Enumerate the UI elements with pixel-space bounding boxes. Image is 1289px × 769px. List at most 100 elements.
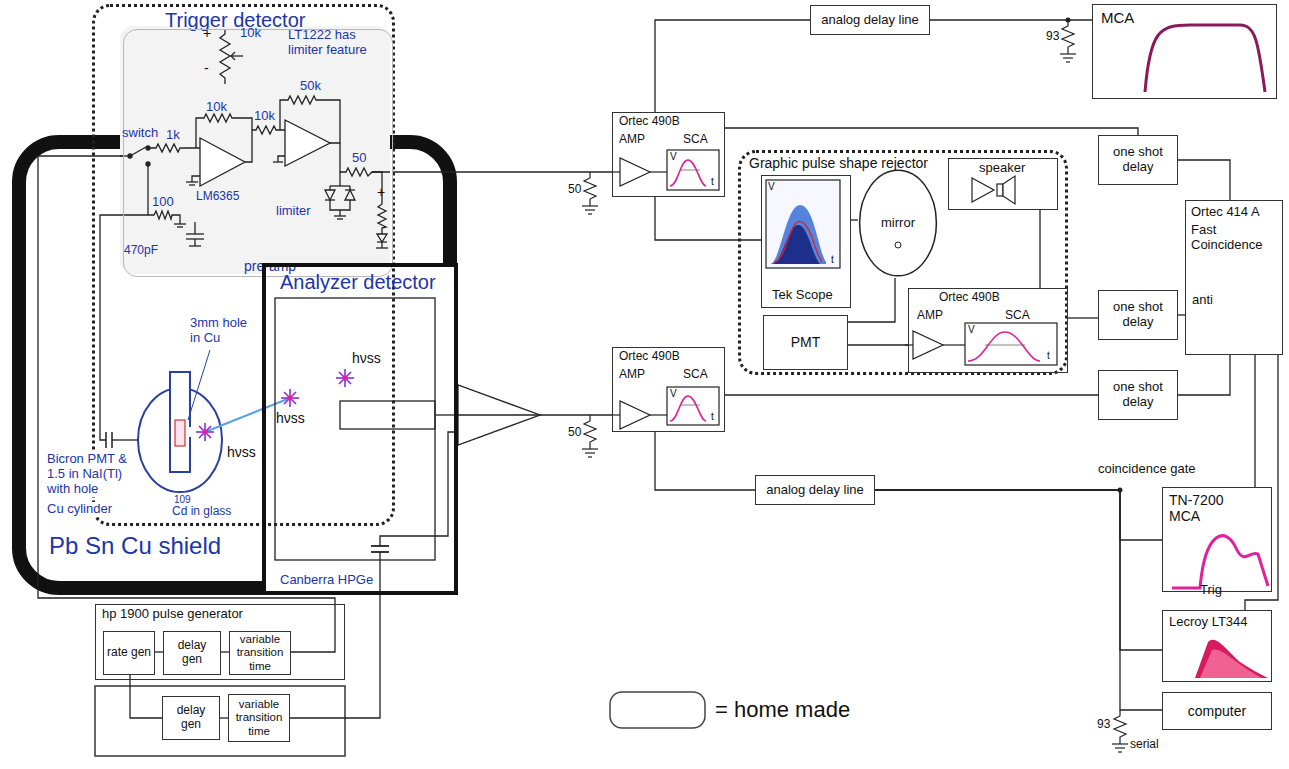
drawing-part	[330, 200, 350, 210]
part-label: t	[711, 176, 714, 188]
part-label: 50	[568, 426, 581, 440]
box-label: MCA	[1101, 9, 1134, 26]
drawing-part	[371, 551, 389, 553]
box-label: AMP	[619, 368, 645, 382]
drawing-part	[379, 552, 380, 595]
drawing-part	[340, 401, 435, 429]
drawing-part	[381, 242, 382, 248]
part-label: V	[670, 388, 677, 400]
drawing-part	[148, 144, 200, 152]
signal-wire	[1178, 160, 1230, 200]
signal-wire	[1068, 317, 1098, 318]
drawing-part	[220, 30, 230, 84]
amp-sca-insets	[612, 150, 1057, 429]
device-box: one shot delay	[1098, 290, 1178, 340]
signal-wire	[221, 651, 229, 652]
drawing-part	[280, 96, 340, 143]
drawing-part	[380, 432, 458, 546]
signal-wire	[155, 651, 163, 652]
box-label: analog delay line	[821, 13, 919, 28]
legend-sample	[610, 692, 705, 728]
drawing-part	[588, 456, 592, 457]
device-box: TN-7200 MCA	[1162, 487, 1272, 592]
device-box: MCA	[1092, 4, 1277, 99]
resistor-symbol	[582, 20, 1165, 752]
part-label: Bicron PMT & 1.5 in NaI(Tl) with hole	[46, 452, 136, 497]
device-box: PMT	[763, 315, 848, 370]
drawing-part	[582, 205, 598, 206]
preamp-panel	[120, 26, 390, 274]
drawing-part	[965, 323, 1057, 365]
device-box: Lecroy LT344	[1162, 610, 1272, 682]
box-label: one shot delay	[1101, 300, 1175, 330]
signal-wire	[655, 432, 755, 490]
scope-trace	[770, 205, 826, 264]
device-box: computer	[1162, 692, 1272, 730]
signal-wire	[1178, 355, 1230, 395]
box-label: AMP	[619, 133, 645, 147]
part-label: Trig	[1200, 583, 1222, 598]
device-box: Tek Scope	[761, 175, 851, 308]
drawing-part	[231, 52, 235, 60]
box-label: Pb Sn Cu shield	[48, 532, 222, 560]
drawing-part	[339, 172, 340, 186]
part-label: coincidence gate	[1098, 462, 1196, 477]
hpge-detector	[275, 298, 540, 595]
part-label: 3mm hole in Cu	[190, 316, 258, 346]
box-label: Analyzer detector	[280, 271, 436, 294]
box-label: Canberra HPGe	[280, 573, 373, 588]
signal-wire	[848, 278, 895, 322]
drawing-part	[231, 55, 243, 56]
drawing-part	[943, 344, 965, 345]
pulse-curve	[670, 160, 1040, 421]
device-box: Analyzer detectorCanberra HPGe	[262, 263, 458, 595]
drawing-part	[582, 448, 598, 449]
drawing-part	[189, 245, 201, 246]
drawing-part	[275, 298, 435, 560]
device-box: Pb Sn Cu shield	[12, 135, 457, 595]
drawing-part	[130, 147, 146, 156]
signal-wire	[1178, 314, 1185, 315]
drawing-part	[766, 180, 840, 268]
device-box: Ortec 490BAMPSCA	[908, 288, 1068, 373]
device-box: analog delay line	[810, 5, 930, 35]
box-label: SCA	[683, 368, 708, 382]
drawing-part	[670, 396, 706, 421]
delay-unit-box	[95, 686, 345, 756]
drawing-part	[376, 247, 388, 248]
drawing-part	[345, 189, 355, 190]
drawing-part	[667, 150, 719, 190]
drawing-part	[650, 414, 667, 415]
drawing-part	[1115, 747, 1125, 748]
drawing-part	[325, 190, 335, 200]
signal-wire	[655, 20, 810, 112]
part-label: t	[711, 411, 714, 423]
drawing-part	[670, 160, 706, 186]
drawing-part	[1114, 710, 1126, 744]
drawing-part	[680, 405, 700, 406]
device-box: one shot delay	[1098, 370, 1178, 420]
part-label: serial	[1130, 738, 1159, 752]
drawing-part	[1165, 710, 1166, 730]
part-label: Cu cylinder	[46, 502, 113, 517]
part-label: V	[968, 324, 975, 336]
drawing-part	[620, 401, 650, 429]
device-box: pre-amp	[123, 29, 393, 277]
drawing-part	[196, 423, 214, 441]
box-label: Fast Coincidence	[1191, 223, 1279, 253]
box-label: variable transition time	[232, 633, 288, 673]
part-label: Cd in glass	[172, 505, 231, 519]
drawing-part	[1062, 20, 1074, 54]
drawing-part	[584, 415, 596, 449]
drawing-part	[120, 211, 180, 224]
part-label: LM6365	[196, 190, 239, 204]
box-label: Ortec 490B	[619, 350, 680, 364]
device-box: variable transition time	[229, 631, 291, 675]
part-label: +	[377, 184, 385, 200]
part-label: V	[768, 181, 775, 193]
spectrum-curve	[1172, 536, 1268, 588]
signal-wire	[875, 490, 1162, 650]
drawing-part	[147, 164, 148, 215]
box-label: Ortec 490B	[619, 115, 680, 129]
preamp-circuit	[120, 30, 390, 248]
